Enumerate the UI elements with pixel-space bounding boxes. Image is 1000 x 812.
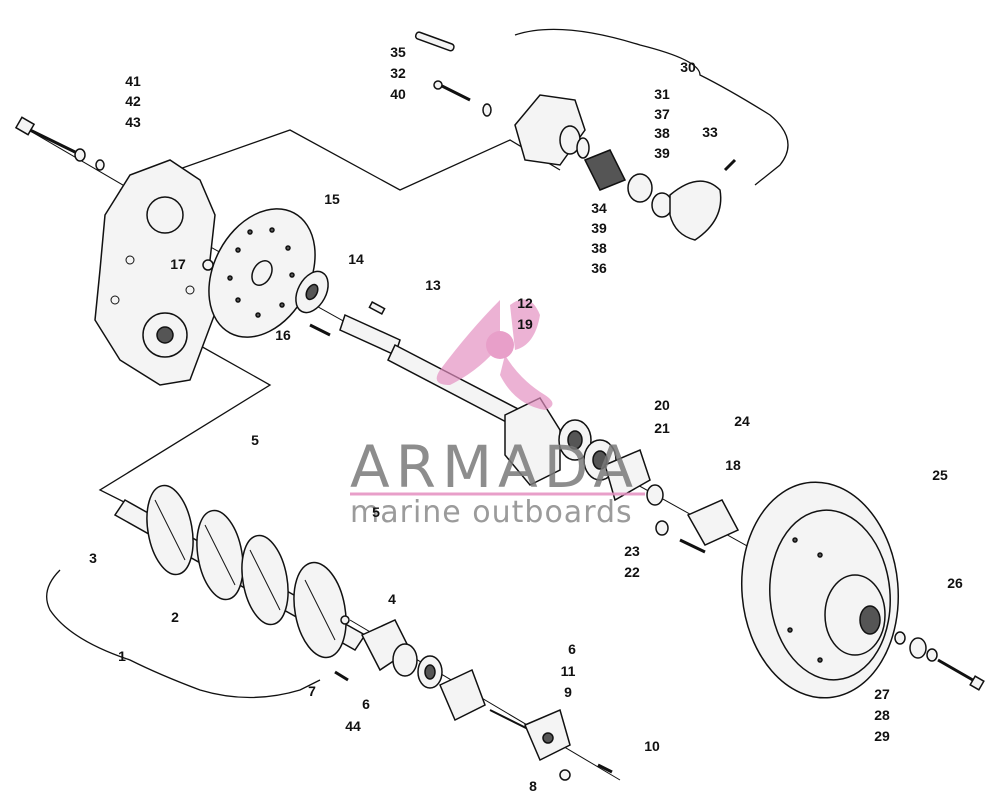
bearing-housing xyxy=(504,397,664,506)
callout-5: 5 xyxy=(372,504,380,520)
callout-39: 39 xyxy=(654,145,670,161)
callout-30: 30 xyxy=(680,59,696,75)
callout-6: 6 xyxy=(568,641,576,657)
callout-4: 4 xyxy=(388,591,396,607)
lower-bearing-assembly xyxy=(334,615,613,781)
drive-shaft-assembly xyxy=(113,484,367,659)
bolt-41-and-washers xyxy=(14,116,105,171)
callout-10: 10 xyxy=(644,738,660,754)
callout-37: 37 xyxy=(654,106,670,122)
key-13 xyxy=(368,301,386,315)
watermark: ARMADA marine outboards xyxy=(350,299,645,530)
spacer-18 xyxy=(686,499,740,546)
callout-19: 19 xyxy=(517,316,533,332)
bolt-16 xyxy=(309,323,331,337)
callout-42: 42 xyxy=(125,93,141,109)
callout-44: 44 xyxy=(345,718,361,734)
callout-24: 24 xyxy=(734,413,750,429)
callout-12: 12 xyxy=(517,295,533,311)
plug-17 xyxy=(202,259,214,271)
callout-13: 13 xyxy=(425,277,441,293)
callout-27: 27 xyxy=(874,686,890,702)
callout-7: 7 xyxy=(308,683,316,699)
callout-20: 20 xyxy=(654,397,670,413)
callout-23: 23 xyxy=(624,543,640,559)
part-callouts: 4142433532403031373839333439383615141713… xyxy=(89,44,963,794)
callout-33: 33 xyxy=(702,124,718,140)
gear-case xyxy=(94,159,221,386)
callout-26: 26 xyxy=(947,575,963,591)
callout-28: 28 xyxy=(874,707,890,723)
watermark-brand: ARMADA xyxy=(350,433,639,501)
callout-32: 32 xyxy=(390,65,406,81)
callout-21: 21 xyxy=(654,420,670,436)
callout-6: 6 xyxy=(362,696,370,712)
callout-3: 3 xyxy=(89,550,97,566)
washer-23 xyxy=(655,520,669,536)
callout-38: 38 xyxy=(654,125,670,141)
callout-11: 11 xyxy=(561,663,576,679)
callout-31: 31 xyxy=(654,86,670,102)
callout-16: 16 xyxy=(275,327,291,343)
callout-43: 43 xyxy=(125,114,141,130)
pulley-bolt-washers xyxy=(894,631,985,691)
callout-1: 1 xyxy=(118,648,126,664)
callout-15: 15 xyxy=(324,191,340,207)
callout-40: 40 xyxy=(390,86,406,102)
disc-hub xyxy=(295,270,329,314)
brake-caliper-assembly xyxy=(414,31,737,241)
watermark-tagline: marine outboards xyxy=(350,495,633,530)
callout-41: 41 xyxy=(125,73,141,89)
callout-35: 35 xyxy=(390,44,406,60)
callout-17: 17 xyxy=(170,256,186,272)
callout-36: 36 xyxy=(591,260,607,276)
callout-2: 2 xyxy=(171,609,179,625)
callout-34: 34 xyxy=(591,200,607,216)
propeller-logo-icon xyxy=(436,299,553,410)
callout-39: 39 xyxy=(591,220,607,236)
callout-38: 38 xyxy=(591,240,607,256)
callout-29: 29 xyxy=(874,728,890,744)
callout-22: 22 xyxy=(624,564,640,580)
callout-25: 25 xyxy=(932,467,948,483)
callout-18: 18 xyxy=(725,457,741,473)
callout-14: 14 xyxy=(348,251,364,267)
callout-5: 5 xyxy=(251,432,259,448)
driven-pulley xyxy=(740,481,900,699)
group-lines xyxy=(46,28,789,699)
bolt-22 xyxy=(679,538,706,554)
callout-8: 8 xyxy=(529,778,537,794)
callout-9: 9 xyxy=(564,684,572,700)
brake-disc xyxy=(208,208,316,338)
